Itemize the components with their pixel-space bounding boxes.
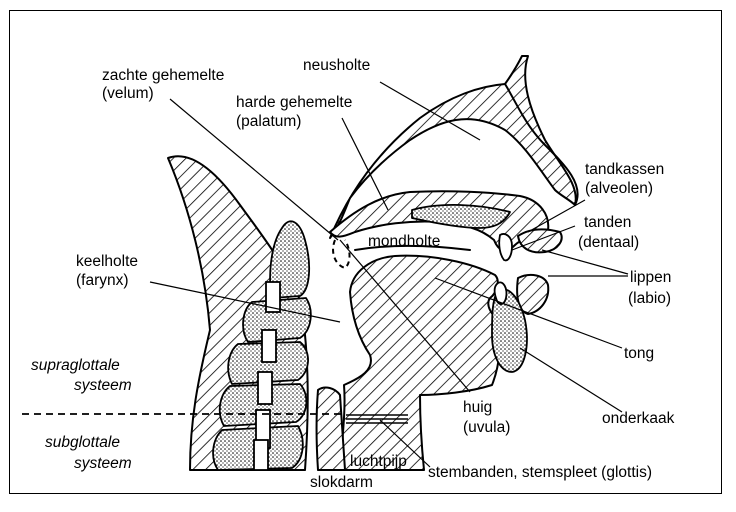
label-tong: tong (624, 345, 655, 362)
leader-onderkaak (519, 347, 623, 413)
label-onderkaak: onderkaak (602, 410, 675, 427)
label-velum: (velum) (102, 85, 154, 102)
upper-lip (517, 228, 563, 254)
lower-tooth (493, 281, 508, 305)
oral-cavity-gap (354, 244, 471, 251)
label-stembanden: stembanden, stemspleet (glottis) (428, 464, 652, 481)
leader-lippen-1 (541, 249, 629, 275)
upper-tooth (498, 233, 513, 262)
nose-outline (504, 83, 579, 206)
label-keelholte: keelholte (76, 253, 139, 270)
leader-tong (434, 277, 623, 349)
disc (265, 281, 281, 313)
label-supraglottale-2: systeem (74, 377, 132, 394)
label-palatum: (palatum) (236, 113, 302, 130)
label-supraglottale-1: supraglottale (31, 357, 120, 374)
larynx-area (315, 386, 346, 471)
label-slokdarm: slokdarm (310, 474, 373, 491)
label-subglottale-2: systeem (74, 455, 132, 472)
leader-alveolen (527, 199, 586, 233)
label-neusholte: neusholte (303, 57, 371, 74)
lower-jaw-bone (491, 288, 528, 373)
label-farynx: (farynx) (76, 272, 129, 289)
label-alveolen: (alveolen) (585, 180, 654, 197)
leader-dentaal (511, 225, 576, 251)
vertebra (227, 341, 309, 385)
label-zachte-gehemelte: zachte gehemelte (102, 67, 225, 84)
figure-frame (9, 10, 722, 494)
label-tanden: tanden (584, 214, 632, 231)
vertebra (218, 383, 308, 427)
label-harde-gehemelte: harde gehemelte (236, 94, 353, 111)
leader-uvula (339, 239, 471, 393)
disc (253, 439, 269, 471)
palate-bone (411, 204, 511, 229)
leader-velum (169, 98, 339, 241)
leader-neusholte (379, 81, 481, 141)
label-subglottale-1: subglottale (45, 434, 120, 451)
label-huig: huig (463, 399, 493, 416)
leader-palatum (341, 117, 389, 211)
label-tandkassen: tandkassen (585, 161, 665, 178)
vertebra (269, 220, 311, 299)
tongue (339, 254, 501, 471)
leader-farynx (149, 281, 341, 323)
label-dentaal: (dentaal) (578, 234, 640, 251)
label-luchtpijp: luchtpijp (350, 453, 407, 470)
disc (257, 371, 273, 405)
label-mondholte: mondholte (368, 233, 441, 250)
label-lippen: lippen (630, 269, 672, 286)
velum-dashed (332, 239, 351, 270)
label-uvula: (uvula) (463, 419, 511, 436)
leader-glottis (379, 419, 431, 468)
disc (261, 329, 277, 363)
label-labio: (labio) (628, 290, 672, 307)
vertebra (242, 297, 312, 343)
